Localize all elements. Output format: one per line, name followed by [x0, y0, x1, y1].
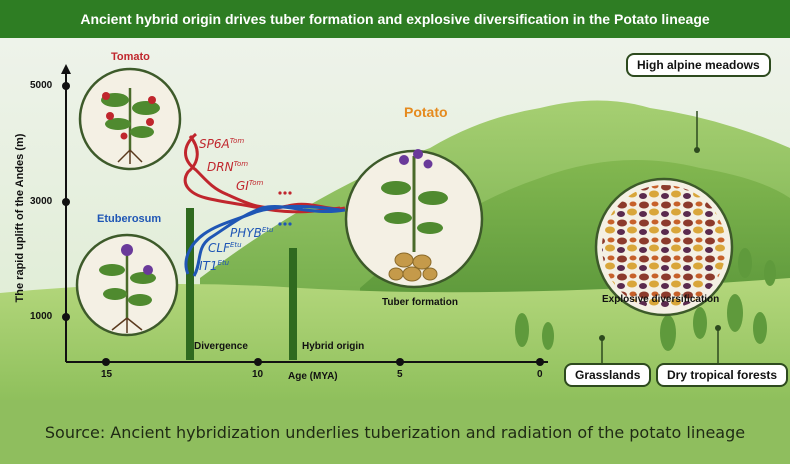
page-title: Ancient hybrid origin drives tuber forma… — [0, 0, 790, 38]
tuber-formation-caption: Tuber formation — [382, 297, 458, 308]
divergence-label: Divergence — [194, 341, 248, 352]
gene-clf: CLFEtu — [208, 241, 242, 255]
tomato-illustration — [78, 67, 182, 171]
gene-phyb: PHYBEtu — [230, 226, 274, 240]
trees — [515, 248, 776, 351]
x-tick-0: 0 — [537, 369, 543, 380]
hybrid-origin-bar — [289, 248, 297, 360]
red-dots — [278, 191, 292, 195]
callout-high-alpine-meadows: High alpine meadows — [626, 53, 771, 77]
etuberosum-illustration — [75, 233, 179, 337]
hybrid-origin-label: Hybrid origin — [302, 341, 365, 352]
tomato-label: Tomato — [111, 51, 150, 63]
tomato-helix — [183, 132, 346, 214]
x-tick-5: 5 — [397, 369, 403, 380]
y-tick-3000: 3000 — [30, 196, 53, 207]
y-tick-5000: 5000 — [30, 80, 53, 91]
etuberosum-label: Etuberosum — [97, 213, 162, 225]
blue-dots — [278, 222, 292, 226]
landscape-svg — [0, 38, 790, 400]
potato-label: Potato — [404, 104, 448, 120]
divergence-bar — [186, 208, 194, 360]
gene-it1: IT1Etu — [199, 259, 230, 273]
etuberosum-helix — [184, 204, 346, 277]
gene-gi: GITom — [236, 179, 264, 193]
callout-grasslands: Grasslands — [564, 363, 652, 387]
gene-drn: DRNTom — [207, 160, 249, 174]
y-tick-1000: 1000 — [30, 311, 53, 322]
tuber-diversity-illustration — [594, 177, 734, 317]
source-caption: Source: Ancient hybridization underlies … — [0, 400, 790, 464]
x-axis-label: Age (MYA) — [288, 371, 338, 382]
callout-dry-tropical-forests: Dry tropical forests — [656, 363, 789, 387]
y-axis-label: The rapid uplift of the Andes (m) — [14, 133, 26, 303]
scene: The rapid uplift of the Andes (m) 5000 3… — [0, 38, 790, 400]
x-tick-15: 15 — [101, 369, 113, 380]
axis-dots — [62, 82, 544, 366]
y-axis-arrow — [61, 64, 71, 74]
gene-sp6a: SP6ATom — [199, 137, 245, 151]
x-tick-10: 10 — [252, 369, 264, 380]
explosive-diversification-caption: Explosive diversification — [602, 294, 720, 305]
potato-illustration — [344, 149, 484, 289]
